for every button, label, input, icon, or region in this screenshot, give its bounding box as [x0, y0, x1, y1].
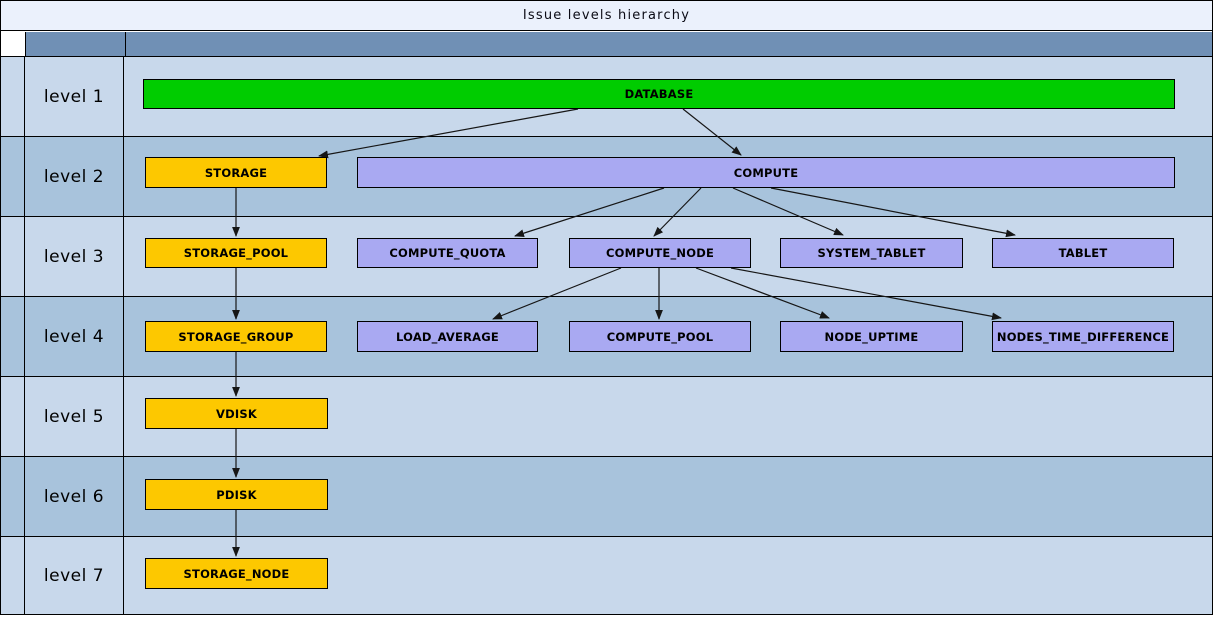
diagram-title: Issue levels hierarchy — [522, 8, 691, 23]
level-label-2: level 2 — [25, 137, 124, 216]
row-strip — [1, 537, 25, 614]
node-node-uptime: NODE_UPTIME — [780, 321, 963, 352]
diagram-title-bar: Issue levels hierarchy — [1, 1, 1212, 31]
row-strip — [1, 297, 25, 376]
node-compute-node: COMPUTE_NODE — [569, 238, 751, 268]
row-strip — [1, 457, 25, 536]
level-label-1: level 1 — [25, 57, 124, 136]
level-label-7: level 7 — [25, 537, 124, 614]
header-cell-content — [126, 32, 1212, 56]
node-compute-pool: COMPUTE_POOL — [569, 321, 751, 352]
row-strip — [1, 377, 25, 456]
node-vdisk: VDISK — [145, 398, 328, 429]
row-strip — [1, 137, 25, 216]
node-compute: COMPUTE — [357, 157, 1175, 188]
level-label-3: level 3 — [25, 217, 124, 296]
node-database: DATABASE — [143, 79, 1175, 109]
node-system-tablet: SYSTEM_TABLET — [780, 238, 963, 268]
node-storage: STORAGE — [145, 157, 327, 188]
level-label-4: level 4 — [25, 297, 124, 376]
node-compute-quota: COMPUTE_QUOTA — [357, 238, 538, 268]
header-cell-levels — [26, 32, 126, 56]
row-strip — [1, 57, 25, 136]
node-storage-group: STORAGE_GROUP — [145, 321, 327, 352]
node-storage-pool: STORAGE_POOL — [145, 238, 327, 268]
node-nodes-time-difference: NODES_TIME_DIFFERENCE — [992, 321, 1174, 352]
node-storage-node: STORAGE_NODE — [145, 558, 328, 589]
node-load-average: LOAD_AVERAGE — [357, 321, 538, 352]
header-row — [25, 32, 1212, 56]
level-label-6: level 6 — [25, 457, 124, 536]
node-tablet: TABLET — [992, 238, 1174, 268]
row-strip — [1, 217, 25, 296]
level-label-5: level 5 — [25, 377, 124, 456]
node-pdisk: PDISK — [145, 479, 328, 510]
